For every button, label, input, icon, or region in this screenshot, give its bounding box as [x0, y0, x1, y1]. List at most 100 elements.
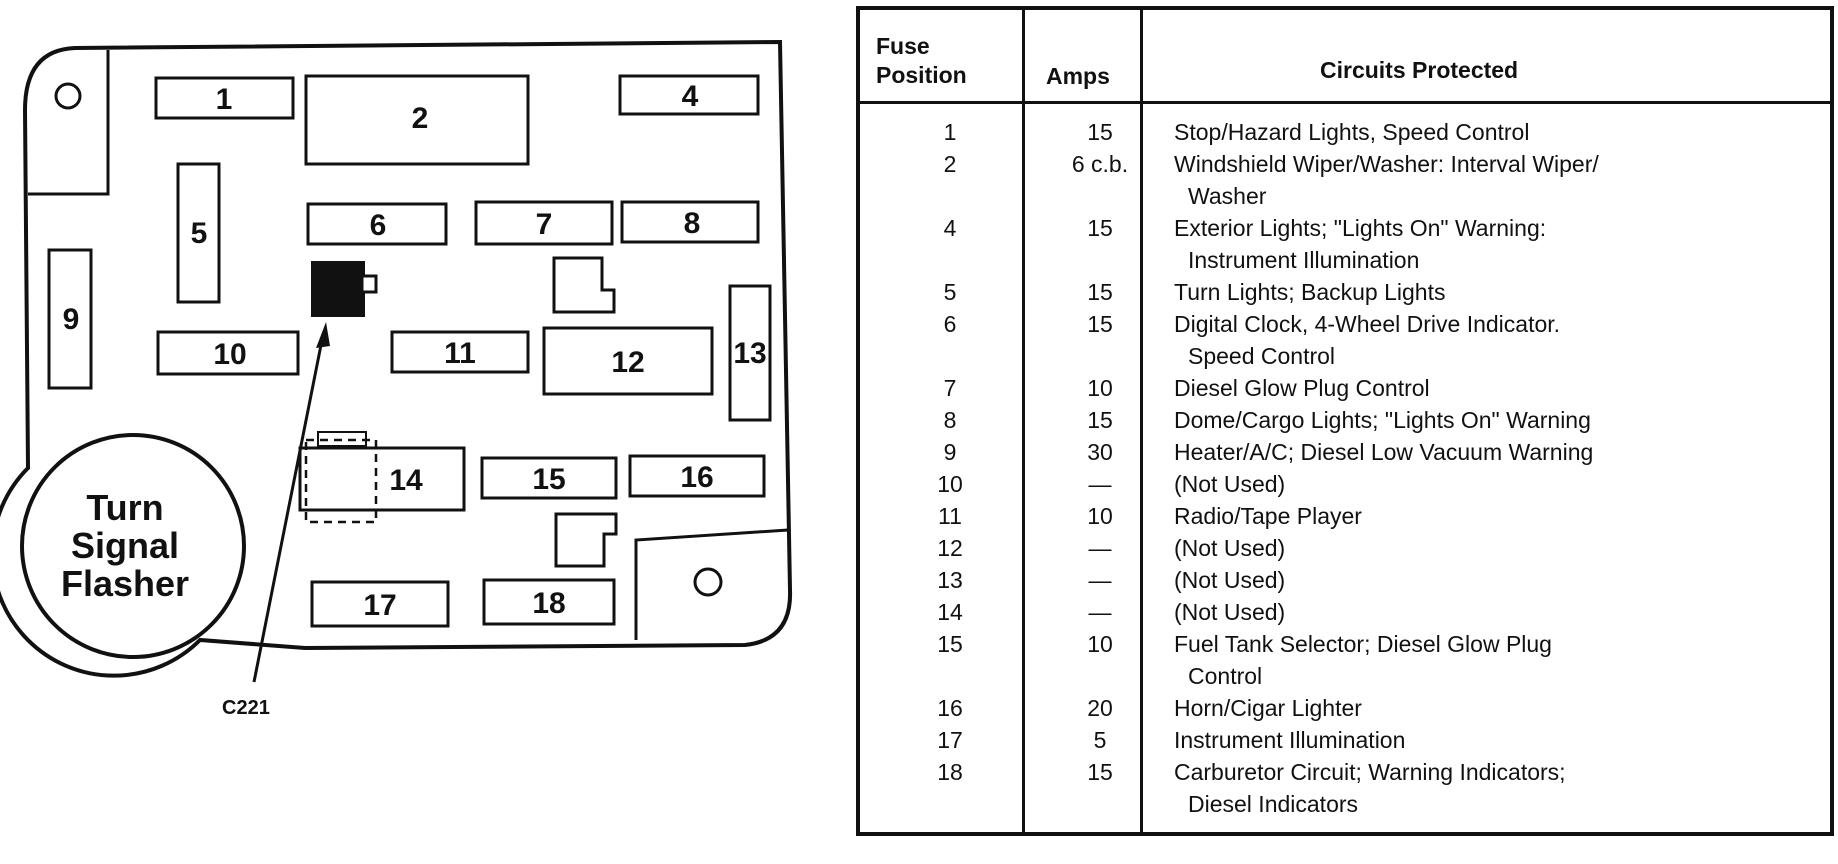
fuse-position-cell: 16: [937, 695, 963, 721]
connector-dashed-tab: [317, 431, 367, 447]
fuse-position-cell: 4: [943, 215, 957, 241]
circuits-line: Radio/Tape Player: [1174, 503, 1362, 529]
fuse-10-label: 10: [213, 338, 246, 371]
header-position-line-1: Fuse: [876, 33, 930, 59]
fuse-position-cell: 5: [943, 279, 957, 305]
circuits-cell: (Not Used): [1168, 564, 1834, 596]
circuits-line: Turn Lights; Backup Lights: [1174, 279, 1446, 305]
fuse-1-label: 1: [216, 83, 233, 116]
fuse-17: 17: [310, 580, 450, 628]
circuits-line: Carburetor Circuit; Warning Indicators;: [1174, 759, 1566, 785]
relay-outline-upper: [552, 256, 616, 314]
circuits-cell: Digital Clock, 4-Wheel Drive Indicator.S…: [1168, 308, 1834, 372]
amps-cell: 15: [1087, 759, 1113, 785]
fuse-11: 11: [390, 330, 530, 374]
fuse-position-cell: 8: [943, 407, 957, 433]
mounting-hole-top-left: [54, 82, 82, 110]
fuse-position-cell: 12: [937, 535, 963, 561]
circuits-line: Heater/A/C; Diesel Low Vacuum Warning: [1174, 439, 1594, 465]
fuse-panel-outline: [0, 39, 793, 678]
column-divider-2: [1140, 10, 1143, 832]
circuits-line: Digital Clock, 4-Wheel Drive Indicator.: [1174, 311, 1561, 337]
circuits-line: Diesel Indicators: [1188, 791, 1359, 817]
circuits-cell: Diesel Glow Plug Control: [1168, 372, 1834, 404]
fuse-12: 12: [542, 326, 714, 396]
amps-cell: 10: [1087, 375, 1113, 401]
fuse-14: 14: [298, 446, 466, 512]
fuse-1: 1: [154, 76, 295, 120]
circuits-line: Diesel Glow Plug Control: [1174, 375, 1430, 401]
circuits-cell: Instrument Illumination: [1168, 724, 1834, 756]
header-circuits-protected: Circuits Protected: [1320, 57, 1519, 83]
amps-cell: 15: [1087, 215, 1113, 241]
fuse-15: 15: [480, 456, 618, 500]
fuse-position-cell: 14: [937, 599, 963, 625]
circuits-line: (Not Used): [1174, 599, 1286, 625]
fuse-8: 8: [620, 200, 760, 244]
panel-corner-notch-top-left: [28, 50, 110, 196]
amps-cell: 20: [1087, 695, 1113, 721]
header-amps: Amps: [1046, 63, 1110, 89]
circuits-cell: Carburetor Circuit; Warning Indicators; D…: [1168, 756, 1834, 820]
column-divider-1: [1022, 10, 1025, 832]
fuse-9-label: 9: [63, 303, 80, 336]
fuse-2-label: 2: [412, 102, 429, 135]
circuits-cell: Heater/A/C; Diesel Low Vacuum Warning: [1168, 436, 1834, 468]
circuits-line: (Not Used): [1174, 535, 1286, 561]
circuits-cell: Turn Lights; Backup Lights: [1168, 276, 1834, 308]
circuits-cell: Stop/Hazard Lights, Speed Control: [1168, 116, 1834, 148]
amps-cell: 15: [1087, 119, 1113, 145]
fuse-6: 6: [306, 202, 448, 246]
fuse-11-label: 11: [444, 337, 476, 370]
fuse-panel-diagram: Turn Signal Flasher 1 2 4 5 6 7 8 9 10 1…: [0, 39, 793, 719]
amps-cell: —: [1088, 535, 1112, 561]
circuits-line: Control: [1188, 663, 1263, 689]
fuse-4-label: 4: [682, 80, 699, 113]
c221-leader-arrowhead: [316, 322, 330, 348]
fuse-7-label: 7: [536, 208, 553, 241]
fuse-18-label: 18: [532, 587, 565, 620]
circuits-cell: Horn/Cigar Lighter: [1168, 692, 1834, 724]
fuse-position-cell: 2: [943, 151, 957, 177]
panel-corner-notch-bottom-right: [634, 528, 789, 640]
c221-connector-block: [311, 261, 365, 317]
flasher-label-line-1: Turn: [86, 487, 163, 528]
fuse-position-cell: 10: [937, 471, 963, 497]
circuits-line: Washer: [1188, 183, 1267, 209]
fuse-position-cell: 1: [943, 119, 957, 145]
fuse-16: 16: [628, 454, 766, 498]
amps-cell: 6 c.b.: [1071, 151, 1129, 177]
fuse-6-label: 6: [370, 209, 387, 242]
fuse-8-label: 8: [684, 207, 701, 240]
fuse-12-label: 12: [611, 346, 644, 379]
circuits-line: Dome/Cargo Lights; "Lights On" Warning: [1174, 407, 1591, 433]
flasher-label-line-2: Signal: [71, 525, 179, 566]
fuse-position-cell: 18: [937, 759, 963, 785]
fuse-position-cell: 6: [943, 311, 957, 337]
circuits-line: Horn/Cigar Lighter: [1174, 695, 1362, 721]
circuits-cell: Windshield Wiper/Washer: Interval Wiper/…: [1168, 148, 1834, 212]
flasher-label-line-3: Flasher: [61, 563, 189, 604]
fuse-position-cell: 15: [937, 631, 963, 657]
circuits-cell: (Not Used): [1168, 532, 1834, 564]
fuse-17-label: 17: [363, 589, 396, 622]
fuse-5-label: 5: [191, 217, 208, 250]
circuits-line: Stop/Hazard Lights, Speed Control: [1174, 119, 1530, 145]
circuits-line: (Not Used): [1174, 471, 1286, 497]
amps-cell: 10: [1087, 631, 1113, 657]
fuse-15-label: 15: [532, 463, 565, 496]
fuse-13: 13: [728, 284, 772, 422]
circuits-line: Instrument Illumination: [1188, 247, 1420, 273]
amps-cell: 15: [1087, 407, 1113, 433]
circuits-line: Instrument Illumination: [1174, 727, 1406, 753]
amps-cell: —: [1088, 471, 1112, 497]
fuse-position-cell: 17: [937, 727, 963, 753]
fuse-7: 7: [474, 200, 614, 246]
fuse-13-label: 13: [733, 337, 766, 370]
fuse-16-label: 16: [680, 461, 713, 494]
amps-cell: —: [1088, 599, 1112, 625]
amps-cell: —: [1088, 567, 1112, 593]
mounting-hole-bottom-right: [693, 567, 723, 597]
fuse-position-cell: 9: [943, 439, 957, 465]
